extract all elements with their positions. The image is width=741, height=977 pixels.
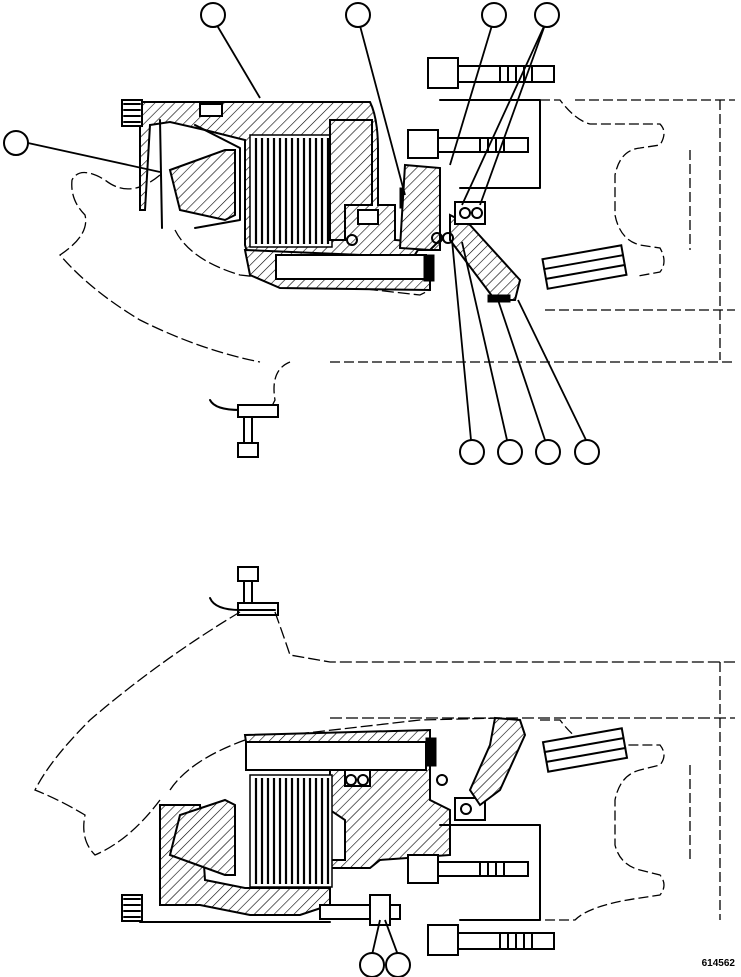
figure-id: 614562 (701, 958, 735, 969)
callout-top-5 (534, 2, 560, 28)
callout-top-7 (497, 439, 523, 465)
top-section-view (3, 2, 735, 465)
callout-top-3 (345, 2, 371, 28)
bottom-section-view (34, 566, 735, 977)
friction-discs-bottom (249, 774, 333, 888)
callout-top-6 (459, 439, 485, 465)
callout-top-9 (574, 439, 600, 465)
friction-discs-top (249, 134, 333, 248)
callout-top-1 (3, 130, 29, 156)
callout-bottom-1 (359, 952, 385, 977)
callout-top-4 (481, 2, 507, 28)
callout-top-2 (200, 2, 226, 28)
callout-bottom-2 (385, 952, 411, 977)
callout-top-8 (535, 439, 561, 465)
